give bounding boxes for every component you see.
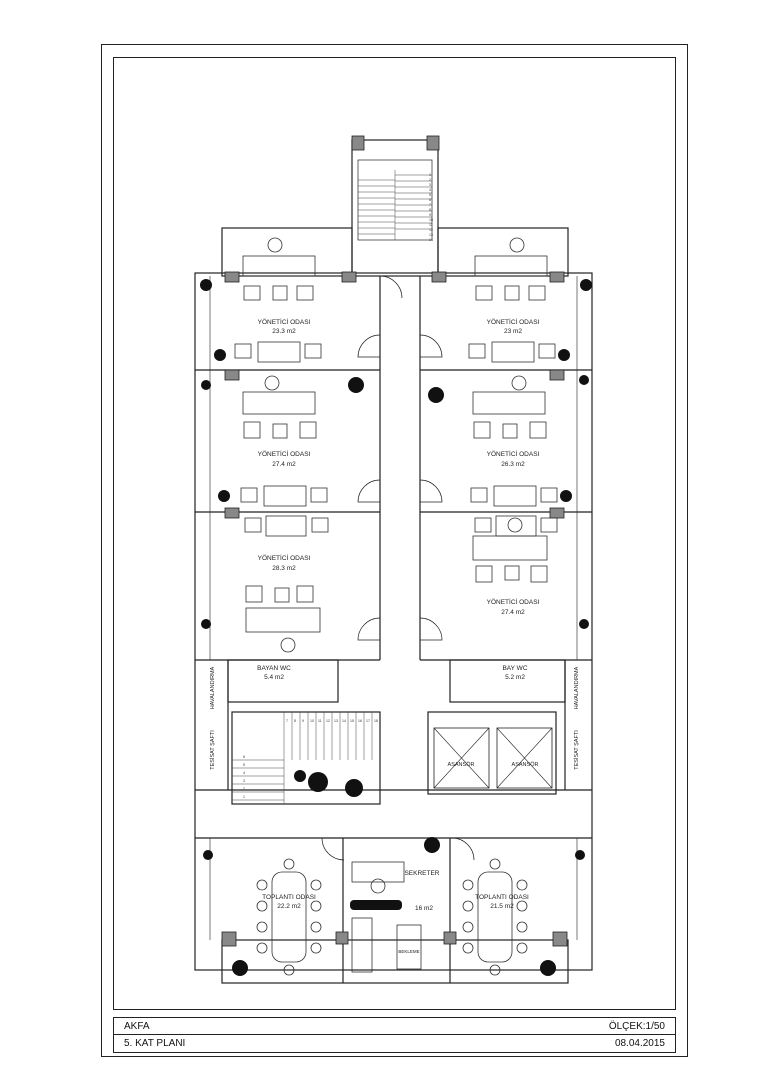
elevator-label-1: ASANSÖR (448, 761, 475, 768)
room-area-3: 27.4 m2 (272, 461, 296, 468)
secretary-area: 16 m2 (415, 905, 433, 912)
secretary-name: SEKRETER (404, 870, 439, 877)
stair-mid-step-number: 14 (342, 719, 346, 723)
stair-mid-side-number: 5 (243, 763, 245, 767)
stair-top-step-number: 14 (429, 238, 433, 242)
stair-mid-step-number: 18 (374, 719, 378, 723)
stair-top-step-number: 1 (429, 173, 431, 177)
stair-tower (351, 139, 439, 277)
building-outline (194, 272, 593, 971)
title-block-row-1: AKFA ÖLÇEK:1/50 (114, 1018, 675, 1035)
shaft-labels: HAVALANDIRMA HAVALANDIRMA TESİSAT ŞAFTI … (209, 666, 580, 769)
stair-mid-step-number: 8 (294, 719, 296, 723)
title-block: AKFA ÖLÇEK:1/50 5. KAT PLANI 08.04.2015 (113, 1017, 676, 1053)
room-name-2: YÖNETİCİ ODASI (487, 317, 540, 326)
stair-top (358, 170, 432, 240)
room-labels: YÖNETİCİ ODASI 23.3 m2 YÖNETİCİ ODASI 23… (257, 317, 539, 954)
stair-mid-step-number: 15 (350, 719, 354, 723)
wc-bay-name: BAY WC (502, 665, 527, 672)
wc-bay-area: 5.2 m2 (505, 674, 525, 681)
shaft-label-left: TESİSAT ŞAFTI (209, 730, 216, 770)
room-name-6: YÖNETİCİ ODASI (487, 597, 540, 606)
stair-top-step-number: 6 (429, 198, 431, 202)
stair-mid-step-number: 9 (302, 719, 304, 723)
meeting-left-name: TOPLANTI ODASI (262, 894, 316, 901)
room-area-5: 28.3 m2 (272, 565, 296, 572)
drawing-frame-inner (113, 57, 676, 1010)
ventilation-label-right: HAVALANDIRMA (574, 666, 580, 709)
stair-mid-side-number: 3 (243, 779, 245, 783)
room-area-4: 26.3 m2 (501, 461, 525, 468)
stair-top-step-number: 13 (429, 233, 433, 237)
meeting-left-area: 22.2 m2 (277, 903, 301, 910)
stair-mid-side-number: 2 (243, 787, 245, 791)
stair-middle (232, 712, 373, 804)
waiting-label: BEKLEME (398, 949, 419, 954)
elevator-label-2: ASANSÖR (512, 761, 539, 768)
room-name-3: YÖNETİCİ ODASI (258, 449, 311, 458)
stair-top-step-number: 12 (429, 228, 433, 232)
stair-top-step-number: 8 (429, 208, 431, 212)
room-name-5: YÖNETİCİ ODASI (258, 553, 311, 562)
room-name-4: YÖNETİCİ ODASI (487, 449, 540, 458)
meeting-right-area: 21.5 m2 (490, 903, 514, 910)
stair-mid-step-number: 13 (334, 719, 338, 723)
furniture (234, 237, 558, 976)
project-name: AKFA (124, 1021, 150, 1032)
meeting-right-name: TOPLANTI ODASI (475, 894, 529, 901)
room-area-1: 23.3 m2 (272, 328, 296, 335)
stair-mid-side-number: 1 (243, 795, 245, 799)
ventilation-label-left: HAVALANDIRMA (210, 666, 216, 709)
stair-top-step-number: 7 (429, 203, 431, 207)
stair-mid-side-number: 6 (243, 755, 245, 759)
stair-top-step-number: 4 (429, 188, 431, 192)
stair-top-step-number: 11 (429, 223, 433, 227)
stair-mid-step-number: 11 (318, 719, 322, 723)
stair-mid-step-number: 12 (326, 719, 330, 723)
drawing-frame-outer (101, 44, 688, 1057)
stair-mid-step-number: 17 (366, 719, 370, 723)
stair-top-step-number: 3 (429, 183, 431, 187)
shaft-label-right: TESİSAT ŞAFTI (573, 730, 580, 770)
stair-mid-step-number: 16 (358, 719, 362, 723)
balcony-top-left (221, 227, 353, 277)
stair-mid-step-number: 10 (310, 719, 314, 723)
room-area-2: 23 m2 (504, 328, 522, 335)
wc-bayan-area: 5.4 m2 (264, 674, 284, 681)
room-area-6: 27.4 m2 (501, 609, 525, 616)
stair-mid-step-number: 7 (286, 719, 288, 723)
structural-columns (221, 135, 568, 947)
scale-label: ÖLÇEK:1/50 (608, 1021, 665, 1032)
stair-top-step-number: 9 (429, 213, 431, 217)
sheet-title: 5. KAT PLANI (124, 1038, 186, 1049)
balcony-top-right (437, 227, 569, 277)
plant-decor (200, 279, 592, 976)
stair-top-step-number: 10 (429, 218, 433, 222)
stair-top-step-number: 2 (429, 178, 431, 182)
stair-mid-side-number: 4 (243, 771, 245, 775)
room-name-1: YÖNETİCİ ODASI (258, 317, 311, 326)
wc-bayan-name: BAYAN WC (257, 665, 291, 672)
stair-top-step-number: 5 (429, 193, 431, 197)
title-block-row-2: 5. KAT PLANI 08.04.2015 (114, 1035, 675, 1052)
drawing-date: 08.04.2015 (614, 1038, 665, 1049)
